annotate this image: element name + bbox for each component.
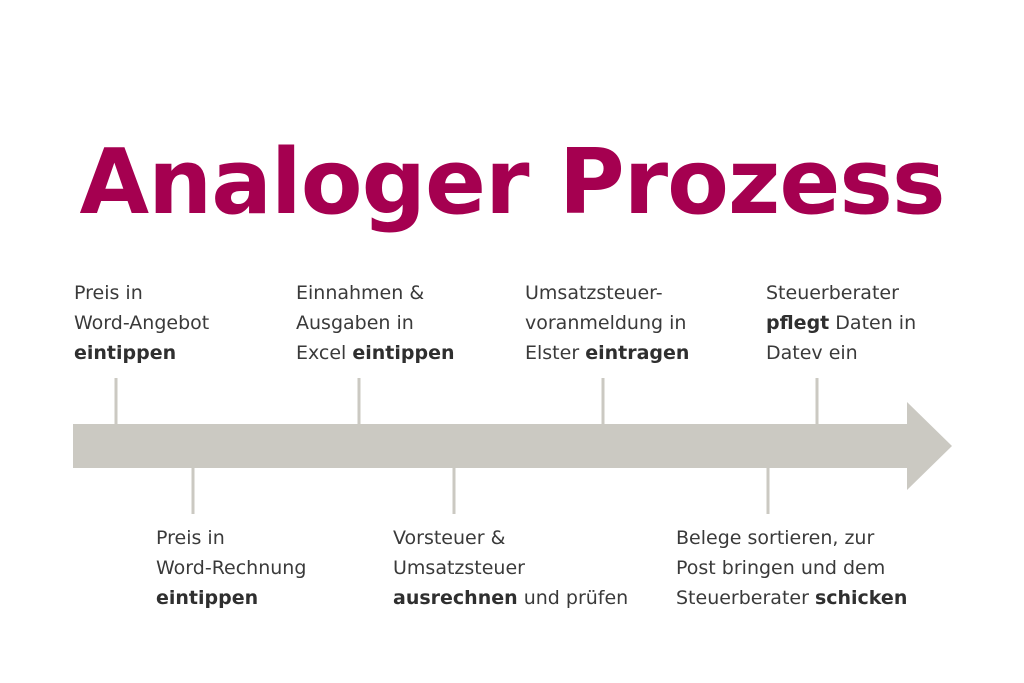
step-line: Word-Rechnung	[156, 553, 306, 583]
step-text: Datev ein	[766, 342, 858, 364]
step-text-bold: schicken	[814, 587, 908, 609]
step-text: Word-Angebot	[74, 312, 210, 334]
step-text: Ausgaben in	[296, 312, 414, 334]
step-top-2: Einnahmen & Ausgaben in Excel eintippen	[296, 278, 455, 368]
step-text: Vorsteuer &	[393, 527, 506, 549]
step-line: Preis in	[156, 523, 306, 553]
step-text-bold: eintragen	[585, 342, 690, 364]
step-text: Preis in	[156, 527, 225, 549]
step-text-bold: ausrechnen	[393, 587, 518, 609]
step-text: Word-Rechnung	[156, 557, 307, 579]
step-text: Post bringen und dem	[676, 557, 886, 579]
step-line: Datev ein	[766, 338, 916, 368]
step-top-4: Steuerberater pflegt Daten in Datev ein	[766, 278, 916, 368]
step-text: Umsatzsteuer	[393, 557, 525, 579]
step-line: Vorsteuer &	[393, 523, 628, 553]
step-line: eintippen	[156, 583, 306, 613]
step-text-bold: eintippen	[74, 342, 177, 364]
step-line: voranmeldung in	[525, 308, 689, 338]
step-text: Excel	[296, 342, 353, 364]
step-text-bold: eintippen	[352, 342, 455, 364]
step-text: Steuerberater	[676, 587, 815, 609]
step-line: Elster eintragen	[525, 338, 689, 368]
step-text: Elster	[525, 342, 586, 364]
step-line: Post bringen und dem	[676, 553, 907, 583]
step-line: Steuerberater	[766, 278, 916, 308]
step-bottom-1: Preis in Word-Rechnung eintippen	[156, 523, 306, 613]
step-line: Ausgaben in	[296, 308, 455, 338]
step-bottom-2: Vorsteuer & Umsatzsteuer ausrechnen und pr…	[393, 523, 628, 613]
step-top-1: Preis in Word-Angebot eintippen	[74, 278, 209, 368]
step-line: Umsatzsteuer-	[525, 278, 689, 308]
timeline-arrow	[73, 402, 952, 490]
page-title: Analoger Prozess	[79, 130, 945, 236]
step-line: Einnahmen &	[296, 278, 455, 308]
step-text: und prüfen	[517, 587, 629, 609]
step-line: Steuerberater schicken	[676, 583, 907, 613]
step-text-bold: eintippen	[156, 587, 259, 609]
step-line: Word-Angebot	[74, 308, 209, 338]
step-text: voranmeldung in	[525, 312, 687, 334]
step-text: Einnahmen &	[296, 282, 425, 304]
step-line: eintippen	[74, 338, 209, 368]
step-text: Steuerberater	[766, 282, 899, 304]
step-text: Preis in	[74, 282, 143, 304]
step-top-3: Umsatzsteuer-voranmeldung in Elster eintr…	[525, 278, 689, 368]
step-line: Belege sortieren, zur	[676, 523, 907, 553]
step-text: Belege sortieren, zur	[676, 527, 875, 549]
step-text: Daten in	[829, 312, 917, 334]
step-text: Umsatzsteuer-	[525, 282, 663, 304]
step-line: Umsatzsteuer	[393, 553, 628, 583]
step-line: Excel eintippen	[296, 338, 455, 368]
step-text-bold: pflegt	[766, 312, 830, 334]
step-line: Preis in	[74, 278, 209, 308]
step-line: pflegt Daten in	[766, 308, 916, 338]
step-line: ausrechnen und prüfen	[393, 583, 628, 613]
